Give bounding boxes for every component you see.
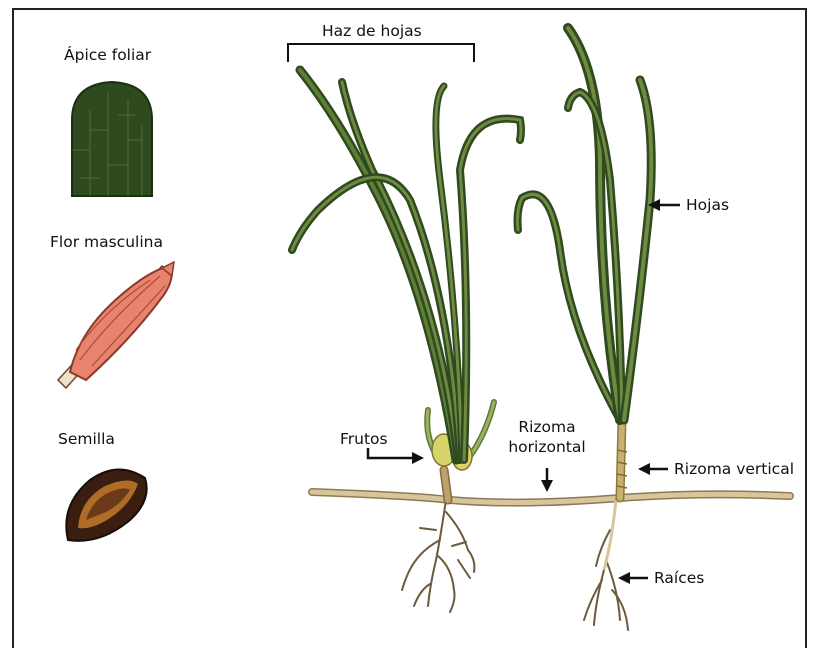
right-plant-base [617, 420, 627, 498]
label-haz-de-hojas: Haz de hojas [322, 22, 422, 40]
label-rizoma-vertical: Rizoma vertical [674, 460, 794, 478]
label-rizoma-horizontal-line1: Rizoma [508, 418, 586, 436]
label-semilla: Semilla [58, 430, 115, 448]
rizoma-vertical-arrow-icon [638, 463, 668, 475]
seed-drawing [66, 469, 146, 540]
bundle-bracket [288, 44, 474, 62]
label-rizoma-horizontal-line2: horizontal [496, 438, 598, 456]
label-flor-masculina: Flor masculina [50, 233, 163, 251]
leaf-tip-drawing [72, 82, 152, 196]
label-apice-foliar: Ápice foliar [64, 46, 151, 64]
right-plant-leaves [518, 28, 652, 420]
horizontal-rhizome [312, 492, 790, 503]
left-plant-leaves [292, 70, 521, 460]
label-frutos: Frutos [340, 430, 388, 448]
male-flower-drawing [58, 262, 174, 388]
label-raices: Raíces [654, 569, 704, 587]
label-hojas: Hojas [686, 196, 729, 214]
raices-arrow-icon [618, 572, 648, 584]
frutos-arrow-icon [368, 448, 424, 464]
rizoma-horizontal-arrow-icon [541, 468, 553, 492]
left-plant-roots [402, 500, 474, 612]
